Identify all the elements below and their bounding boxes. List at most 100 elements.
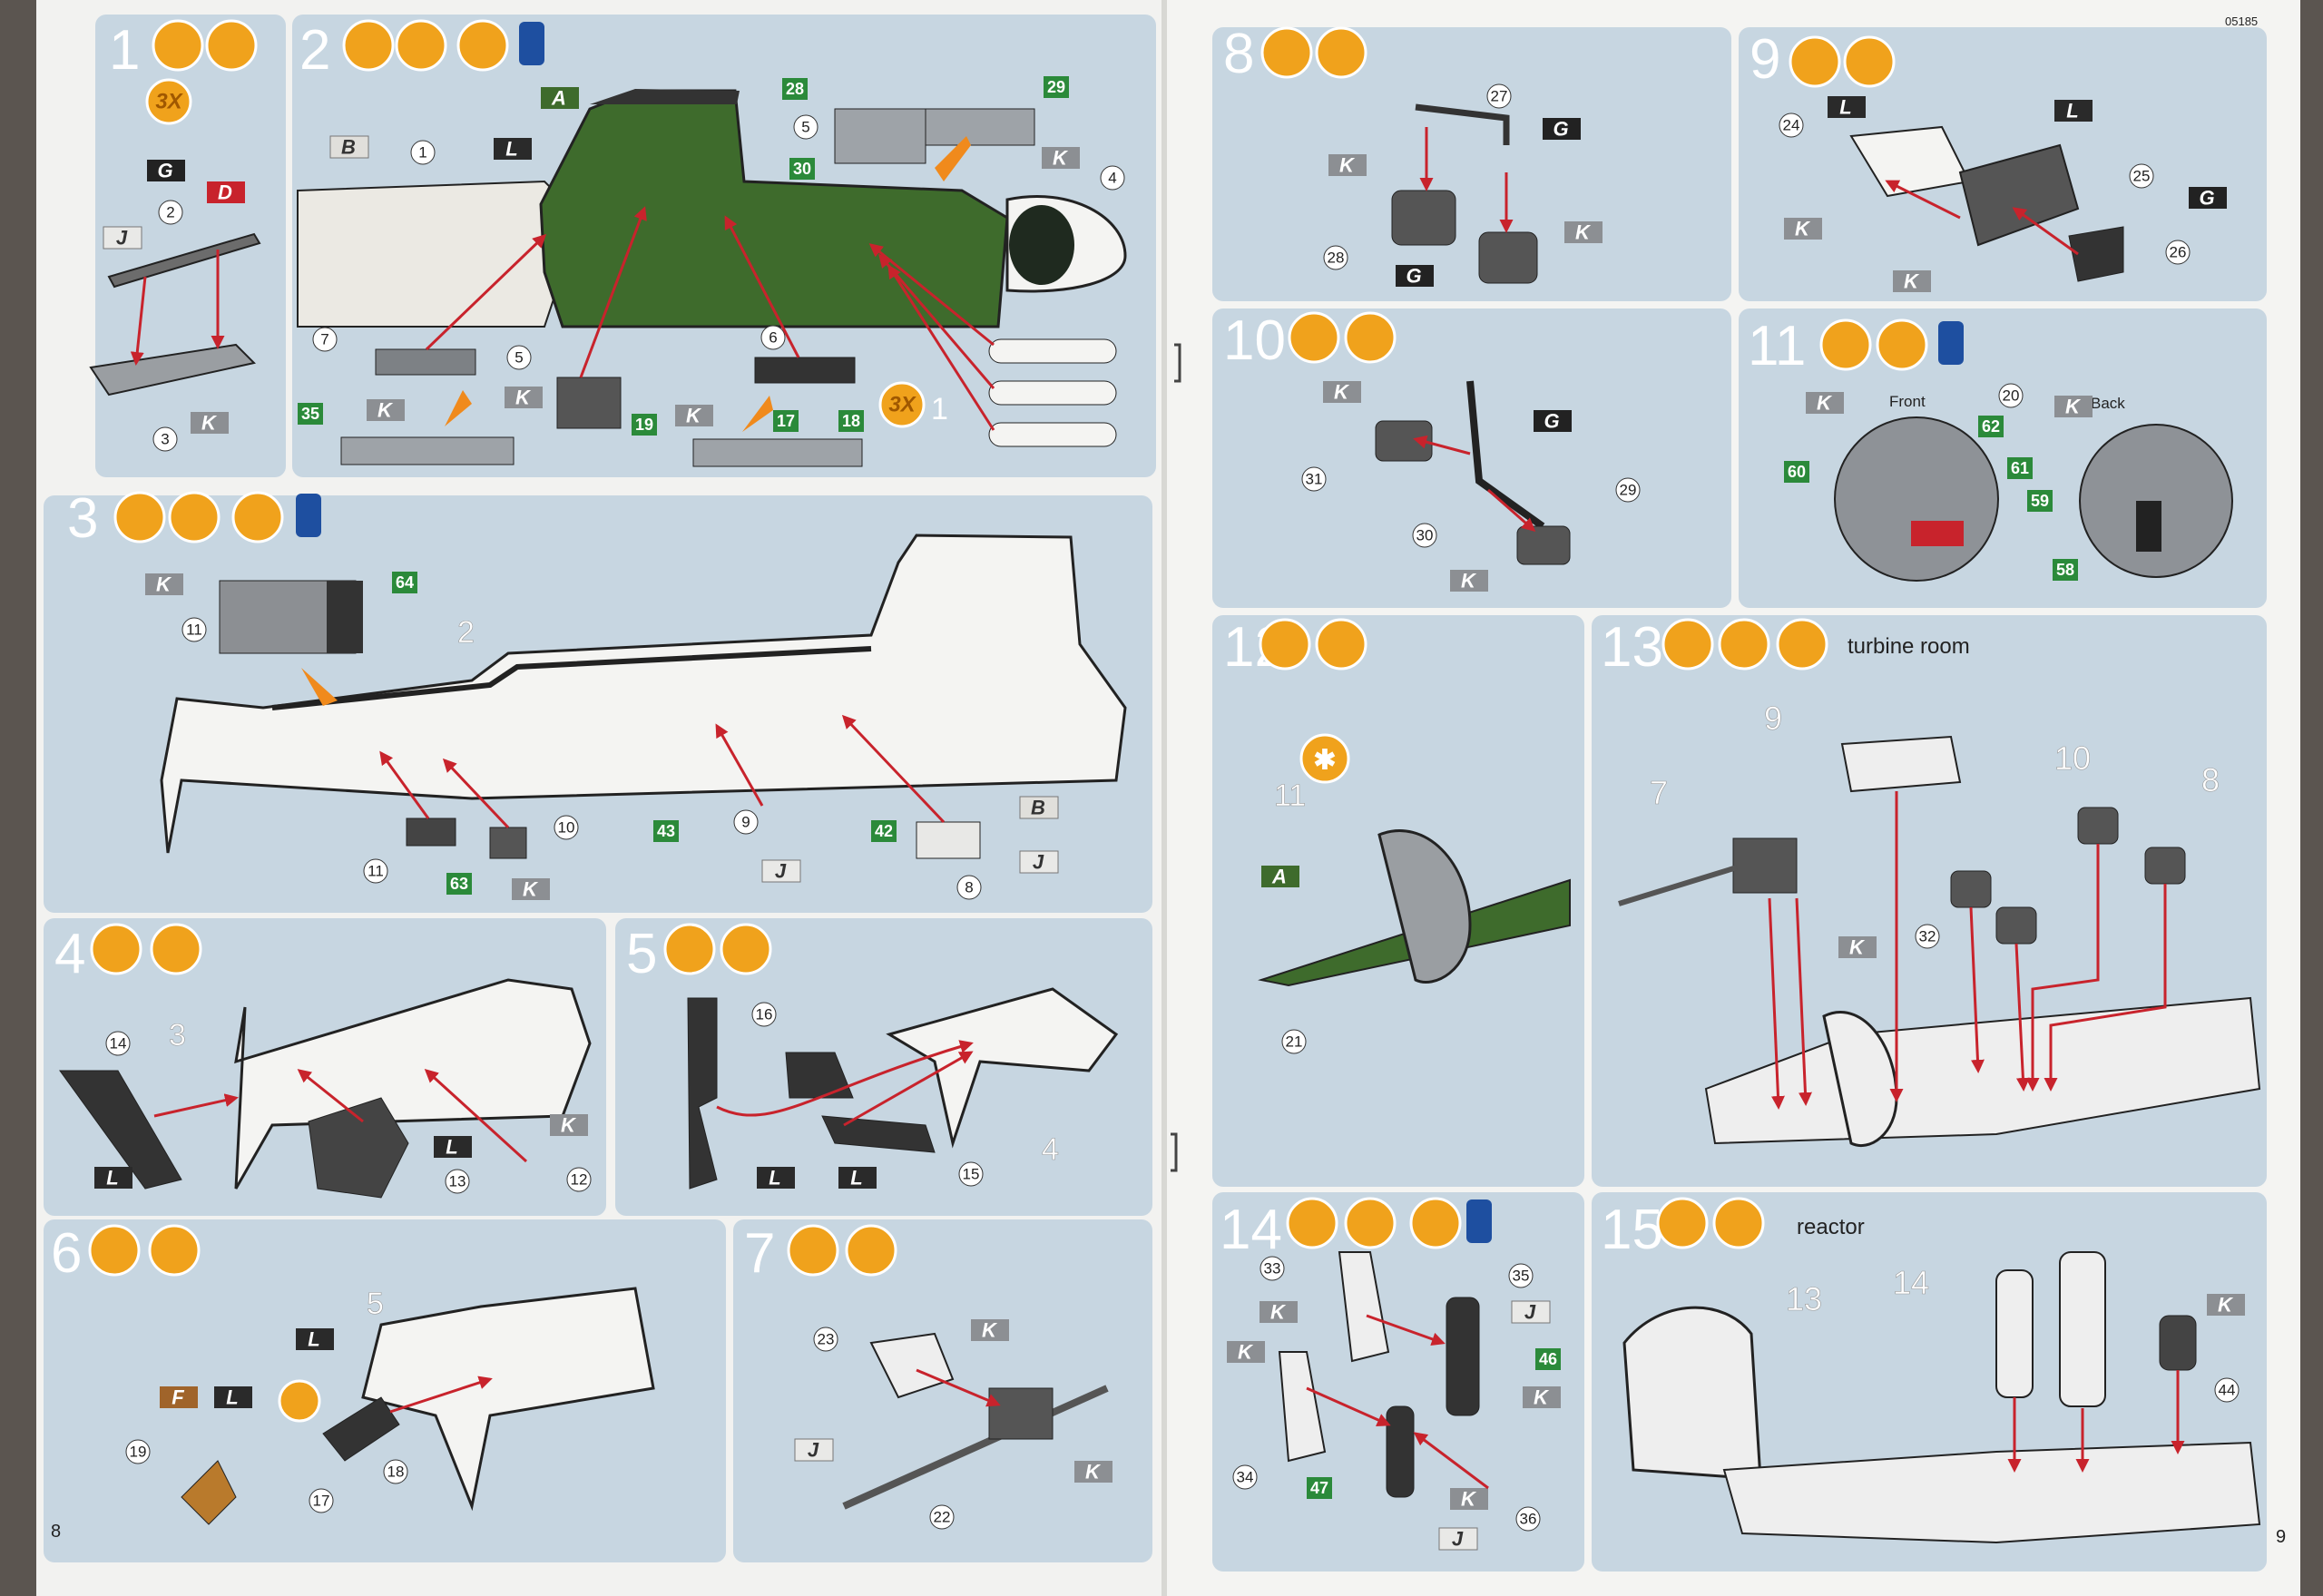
glue-icon (663, 923, 716, 975)
cylinder-part (1386, 1405, 1415, 1498)
glue-icon (1286, 1197, 1338, 1249)
paint-code: K (982, 1319, 998, 1342)
clock-icon (1661, 618, 1714, 671)
glue-icon (1819, 318, 1872, 371)
brush-icon (1344, 1197, 1397, 1249)
svg-text:11: 11 (368, 863, 384, 880)
tool-icons (88, 19, 1928, 1277)
paint-tag-k (2054, 396, 2093, 417)
part-13 (308, 1097, 409, 1199)
torpedo-part (988, 338, 1117, 364)
decal-30 (789, 158, 815, 180)
decal-icon (1409, 1197, 1462, 1249)
panel-part-6 (754, 357, 856, 384)
svg-text:58: 58 (2056, 561, 2074, 579)
paint-code: K (1817, 392, 1833, 415)
glue-icon (88, 1224, 141, 1277)
decal-panel (1911, 521, 1964, 546)
step-number: 1 (109, 19, 140, 82)
brush-icon (1344, 311, 1397, 364)
paint-tag-k (1323, 381, 1361, 403)
decal-icon (1876, 318, 1928, 371)
paint-code: K (1238, 1341, 1254, 1364)
paint-code: L (505, 138, 517, 161)
hull-black-line (271, 646, 872, 710)
decal-63 (446, 873, 472, 895)
hull-white (160, 534, 1127, 854)
paint-code: K (1334, 381, 1350, 404)
paint-tag-g (147, 160, 185, 181)
step-15-drawing: reactor 13 14 44 K (1622, 1215, 2261, 1544)
housing-part-34 (1278, 1351, 1327, 1463)
paint-tag-j (1019, 850, 1059, 874)
paint-tag-j (1438, 1527, 1478, 1551)
svg-text:2: 2 (457, 615, 475, 650)
paint-tag-k (1893, 270, 1931, 292)
svg-text:60: 60 (1788, 463, 1806, 481)
paint-tag-k (505, 387, 543, 408)
step-8-drawing: 27 G 28 K G K (1323, 83, 1603, 288)
tail-section (886, 987, 1119, 1149)
step-4-drawing: 3 14 L 13 L 12 K (59, 978, 592, 1199)
paint-tag-l (1828, 96, 1866, 118)
paint-code: K (1461, 1488, 1477, 1511)
step-number: 2 (299, 19, 330, 82)
glue-icon (1259, 618, 1311, 671)
paint-tag-k (1260, 1301, 1298, 1323)
front-label: Front (1889, 393, 1926, 410)
paint-code: G (1544, 410, 1559, 433)
step-number: 7 (744, 1222, 775, 1285)
step-12-drawing: ✱ 11 A 21 (1258, 733, 1571, 1054)
multiplier-badge (145, 78, 192, 125)
paint-code: J (116, 227, 128, 250)
propeller-part-19 (181, 1460, 237, 1525)
decal-icon (456, 19, 509, 72)
glue-icon (342, 19, 395, 72)
paint-tag-k (1838, 936, 1877, 958)
brush-icon (845, 1224, 897, 1277)
svg-text:25: 25 (2133, 168, 2151, 185)
decal-bottle-icons (296, 22, 1964, 1243)
paint-tag-k (550, 1114, 588, 1136)
paint-code: J (1452, 1528, 1464, 1551)
svg-text:2: 2 (166, 204, 174, 221)
paint-tag-j (794, 1438, 834, 1462)
paint-tag-l (296, 1328, 334, 1350)
svg-text:19: 19 (635, 416, 653, 434)
paint-code: B (341, 136, 356, 159)
svg-text:20: 20 (2003, 387, 2020, 405)
fin-part (821, 1115, 936, 1153)
part-31 (1375, 420, 1433, 462)
page-number-right: 9 (2276, 1527, 2286, 1547)
paint-code: K (1575, 221, 1592, 244)
svg-text:29: 29 (1047, 78, 1065, 96)
console-part (1478, 231, 1538, 284)
decal-46 (1535, 1348, 1561, 1370)
svg-text:62: 62 (1982, 417, 2000, 436)
step-14-drawing: 33 K K 34 35 J 46 K 47 K J 36 (1227, 1251, 1561, 1551)
svg-text:63: 63 (450, 875, 468, 893)
paint-tag-g (1534, 410, 1572, 432)
paint-code: K (2065, 396, 2082, 418)
svg-text:11: 11 (186, 622, 202, 639)
paint-tag-k (191, 412, 229, 434)
paint-code: K (1270, 1301, 1287, 1324)
paint-tag-k (1564, 221, 1603, 243)
glue-icon (1656, 1197, 1709, 1249)
paint-tag-g (1396, 265, 1434, 287)
svg-text:17: 17 (313, 1493, 330, 1510)
svg-text:13: 13 (1786, 1280, 1822, 1317)
svg-text:11: 11 (1274, 778, 1306, 813)
paint-code: K (2218, 1294, 2234, 1317)
part-23 (869, 1332, 955, 1399)
decal-64 (392, 572, 417, 593)
svg-text:6: 6 (769, 329, 777, 347)
paint-tag-k (145, 573, 183, 595)
paint-tag-k (1227, 1341, 1265, 1363)
step-number: 3 (67, 487, 98, 550)
brush-icon (395, 19, 447, 72)
paint-tag-l (494, 138, 532, 160)
svg-text:7: 7 (320, 331, 328, 348)
paint-tag-j (1511, 1300, 1551, 1324)
paint-tag-k (1450, 570, 1488, 592)
